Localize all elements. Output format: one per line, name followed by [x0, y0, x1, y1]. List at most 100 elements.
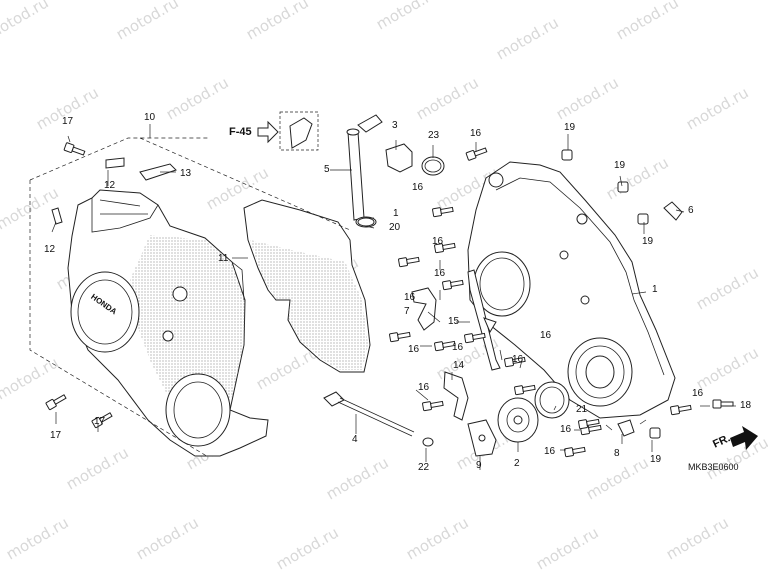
- watermark-text: motod.ru: [373, 0, 442, 33]
- leader-line: [499, 349, 503, 361]
- callout-c23: 23: [428, 130, 440, 141]
- bolt-icon: [432, 206, 454, 218]
- timing-cap: [497, 397, 539, 443]
- clip-12b: [51, 207, 63, 225]
- page-ref: F-45: [229, 126, 252, 138]
- leader-line: [51, 221, 57, 233]
- clamp-7: [411, 287, 437, 331]
- watermark-text: motod.ru: [613, 0, 682, 43]
- callout-c10: 10: [144, 112, 156, 123]
- bolt-icon: [422, 400, 444, 412]
- callout-c1b: 1: [652, 284, 658, 295]
- callout-c13: 13: [180, 168, 192, 179]
- leader-line: [427, 311, 441, 323]
- watermark-text: motod.ru: [3, 513, 72, 563]
- bolt-icon: [514, 384, 536, 396]
- inner-shield-plate: [243, 199, 371, 373]
- leader-line: [553, 405, 557, 411]
- watermark-text: motod.ru: [133, 513, 202, 563]
- callout-c16e: 16: [404, 292, 416, 303]
- oil-cap: [385, 143, 413, 173]
- callout-c20: 20: [389, 222, 401, 233]
- watermark-text: motod.ru: [0, 0, 52, 43]
- bolt-icon: [398, 256, 420, 268]
- callout-c1: 1: [393, 208, 399, 219]
- leader-line: [415, 389, 429, 401]
- callout-c15: 15: [448, 316, 460, 327]
- watermark-text: motod.ru: [533, 523, 602, 573]
- bolt-icon: [91, 412, 113, 429]
- breather-pipe: [346, 114, 383, 228]
- callout-c5: 5: [324, 164, 330, 175]
- guide-13: [139, 163, 177, 181]
- bolt-icon: [712, 399, 734, 409]
- callout-c12a: 12: [104, 180, 116, 191]
- bolt-icon: [434, 242, 456, 254]
- callout-c18: 18: [740, 400, 752, 411]
- bolt-icon: [670, 404, 692, 416]
- bolt-icon: [442, 279, 464, 291]
- watermark-text: motod.ru: [663, 513, 732, 563]
- clip-12a: [105, 157, 125, 169]
- callout-c19a: 19: [564, 122, 576, 133]
- watermark-text: motod.ru: [163, 73, 232, 123]
- bolt-icon: [45, 394, 67, 411]
- leader-line: [519, 359, 523, 369]
- left-clutch-cover: HONDA: [67, 189, 269, 457]
- watermark-text: motod.ru: [323, 453, 392, 503]
- watermark-text: motod.ru: [553, 73, 622, 123]
- watermark-text: motod.ru: [683, 83, 752, 133]
- callout-c16l: 16: [544, 446, 556, 457]
- watermark-text: motod.ru: [693, 343, 762, 393]
- callout-c19d: 19: [650, 454, 662, 465]
- watermark-text: motod.ru: [273, 523, 342, 573]
- diagram-code: MKB3E0600: [688, 462, 739, 472]
- callout-c22: 22: [418, 462, 430, 473]
- bolt-group: [45, 142, 734, 458]
- bolt-icon: [578, 418, 600, 430]
- callout-c9: 9: [476, 460, 482, 471]
- callout-c16k: 16: [560, 424, 572, 435]
- callout-c16b: 16: [412, 182, 424, 193]
- wire-guide-15: [467, 269, 501, 371]
- callout-c11: 11: [218, 253, 229, 264]
- watermark-text: motod.ru: [583, 453, 652, 503]
- watermark-text: motod.ru: [0, 353, 62, 403]
- callout-c16d: 16: [434, 268, 446, 279]
- bolt-icon: [63, 142, 86, 156]
- leader-line: [675, 209, 685, 213]
- callout-c16m: 16: [692, 388, 704, 399]
- bolt-icon: [389, 331, 411, 343]
- callout-c4: 4: [352, 434, 358, 445]
- bolt-8: [617, 419, 635, 437]
- right-clutch-cover: [467, 161, 676, 419]
- bolt-icon: [434, 340, 456, 352]
- callout-c16a: 16: [470, 128, 482, 139]
- watermark-text: motod.ru: [0, 183, 62, 233]
- callout-c17c: 17: [94, 416, 106, 427]
- front-arrow-icon: [730, 426, 758, 450]
- o-ring-20: [357, 217, 375, 227]
- watermark-text: motod.ru: [693, 263, 762, 313]
- bolt-icon: [464, 332, 486, 344]
- callout-c16i: 16: [452, 342, 464, 353]
- callout-c3: 3: [392, 120, 398, 131]
- leader-line: [365, 225, 375, 229]
- bracket-14: [443, 371, 469, 421]
- callout-c17a: 17: [62, 116, 74, 127]
- callout-c16g: 16: [418, 382, 430, 393]
- leader-line: [67, 135, 71, 143]
- callout-c19b: 19: [614, 160, 626, 171]
- watermark-text: motod.ru: [113, 0, 182, 43]
- callout-c16c: 16: [432, 236, 444, 247]
- watermark-text: motod.ru: [493, 13, 562, 63]
- leader-lines: [51, 124, 736, 470]
- watermark-text: motod.ru: [243, 0, 312, 43]
- watermark-text: motod.ru: [413, 73, 482, 123]
- oil-dipstick: [323, 391, 415, 437]
- callout-c16f: 16: [408, 344, 420, 355]
- leader-line: [619, 175, 623, 187]
- spring-6: [663, 201, 683, 221]
- callout-c17b: 17: [50, 430, 62, 441]
